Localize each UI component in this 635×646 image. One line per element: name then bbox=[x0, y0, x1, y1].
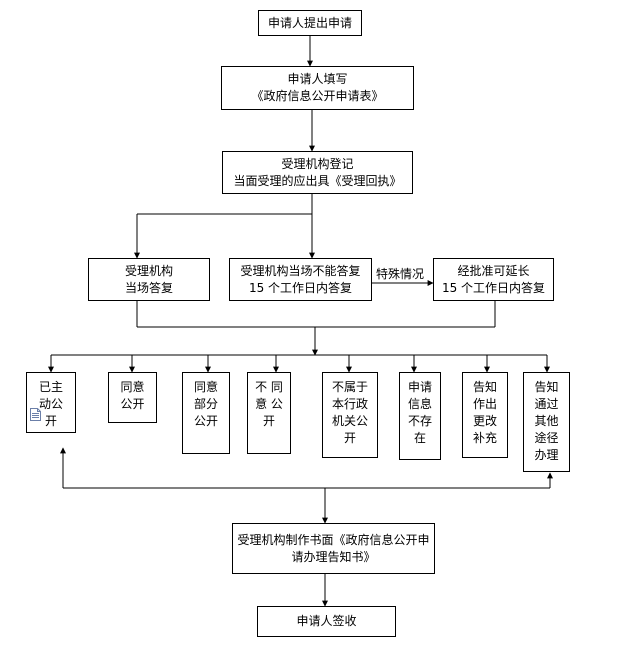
node-out-1-text: 已主 动公 开 bbox=[38, 380, 63, 428]
node-notice-text: 受理机构制作书面《政府信息公开申 请办理告知书》 bbox=[237, 532, 430, 564]
node-register-text: 受理机构登记 当面受理的应出具《受理回执》 bbox=[233, 156, 402, 188]
node-apply: 申请人提出申请 bbox=[258, 10, 362, 36]
node-out-6: 申请 信息 不存 在 bbox=[399, 372, 441, 460]
node-register: 受理机构登记 当面受理的应出具《受理回执》 bbox=[222, 151, 413, 194]
node-reply-15: 受理机构当场不能答复 15 个工作日内答复 bbox=[229, 258, 372, 301]
node-sign: 申请人签收 bbox=[257, 606, 396, 637]
node-out-2-text: 同意 公开 bbox=[120, 380, 145, 411]
node-reply-now-text: 受理机构 当场答复 bbox=[124, 263, 173, 295]
node-out-8: 告知 通过 其他 途径 办理 bbox=[523, 372, 570, 472]
node-out-4: 不 同 意 公 开 bbox=[247, 372, 291, 454]
node-out-5: 不属于 本行政 机关公 开 bbox=[322, 372, 378, 458]
node-extend-text: 经批准可延长 15 个工作日内答复 bbox=[441, 263, 546, 295]
node-out-6-text: 申请 信息 不存 在 bbox=[407, 380, 432, 445]
node-extend: 经批准可延长 15 个工作日内答复 bbox=[433, 258, 554, 301]
node-reply-now: 受理机构 当场答复 bbox=[88, 258, 210, 301]
document-icon bbox=[30, 408, 41, 421]
node-out-7: 告知 作出 更改 补充 bbox=[462, 372, 508, 458]
label-special-case: 特殊情况 bbox=[376, 267, 425, 281]
node-sign-text: 申请人签收 bbox=[296, 614, 357, 628]
node-out-3: 同意 部分 公开 bbox=[182, 372, 230, 454]
node-fill-form-text: 申请人填写 《政府信息公开申请表》 bbox=[251, 72, 384, 103]
node-reply-15-text: 受理机构当场不能答复 15 个工作日内答复 bbox=[240, 263, 361, 295]
node-out-2: 同意 公开 bbox=[108, 372, 157, 423]
node-out-5-text: 不属于 本行政 机关公 开 bbox=[331, 380, 368, 445]
node-out-8-text: 告知 通过 其他 途径 办理 bbox=[534, 380, 559, 462]
node-out-4-text: 不 同 意 公 开 bbox=[255, 380, 283, 428]
node-fill-form: 申请人填写 《政府信息公开申请表》 bbox=[221, 66, 414, 110]
node-out-3-text: 同意 部分 公开 bbox=[193, 380, 218, 428]
node-apply-text: 申请人提出申请 bbox=[267, 15, 352, 30]
node-out-7-text: 告知 作出 更改 补充 bbox=[472, 380, 497, 445]
node-out-1: 已主 动公 开 bbox=[26, 372, 76, 433]
node-notice: 受理机构制作书面《政府信息公开申 请办理告知书》 bbox=[232, 523, 435, 574]
